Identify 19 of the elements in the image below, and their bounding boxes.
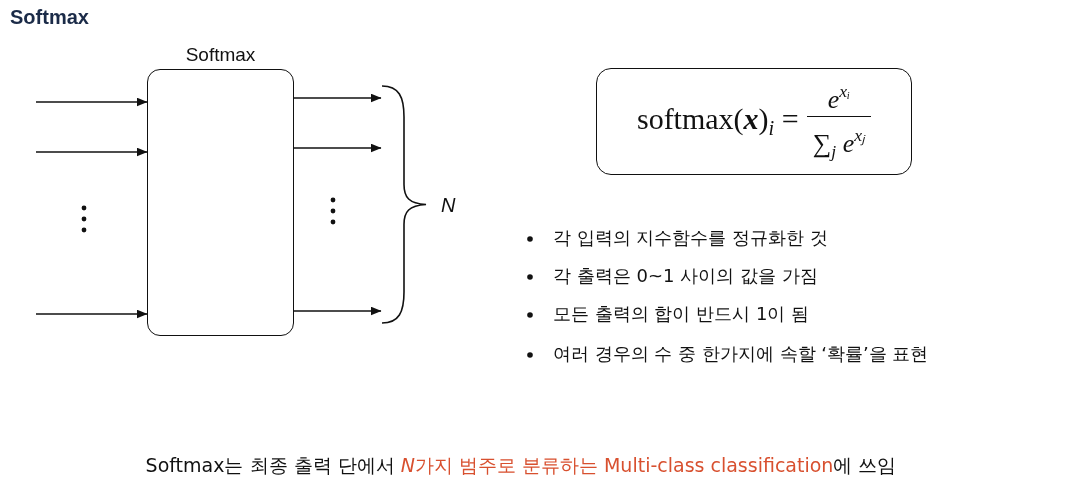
- arrow: [293, 93, 382, 103]
- bullet-text: 각 출력은 0~1 사이의 값을 가짐: [553, 265, 818, 287]
- arrow: [35, 147, 148, 157]
- bullet-text: 여러 경우의 수 중 한가지에 속할 ‘확률’을 표현: [553, 343, 929, 365]
- arrow: [35, 97, 148, 107]
- formula-box: [596, 68, 912, 175]
- bullet-text: 각 입력의 지수함수를 정규화한 것: [553, 227, 828, 249]
- arrow: [35, 309, 148, 319]
- block-title: Softmax: [185, 44, 256, 66]
- slide-title: Softmax: [10, 6, 89, 29]
- caption-text: Softmax는 최종 출력 단에서 N가지 범주로 분류하는 Multi-class classification에 쓰임: [145, 453, 897, 478]
- brace-label: N: [441, 193, 456, 216]
- formula-denominator: ∑$_{j}$ e$^{xⱼ}$: [806, 116, 872, 170]
- formula-text: softmax(x)$_{i}$ =: [636, 102, 799, 141]
- formula-numerator: e$^{xᵢ}$: [826, 79, 851, 116]
- arrow: [293, 306, 382, 316]
- curly-brace: [381, 85, 427, 324]
- bullet-text: 모든 출력의 합이 반드시 1이 됨: [553, 303, 810, 325]
- arrow: [293, 143, 382, 153]
